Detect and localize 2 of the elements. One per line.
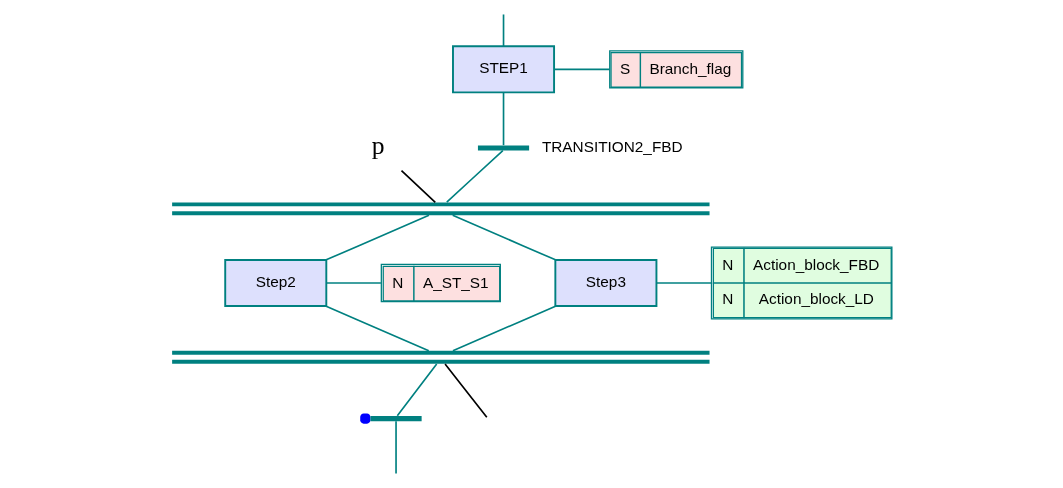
node-text: p: [371, 130, 385, 160]
node-label: TRANSITION2_FBD: [541, 138, 683, 155]
